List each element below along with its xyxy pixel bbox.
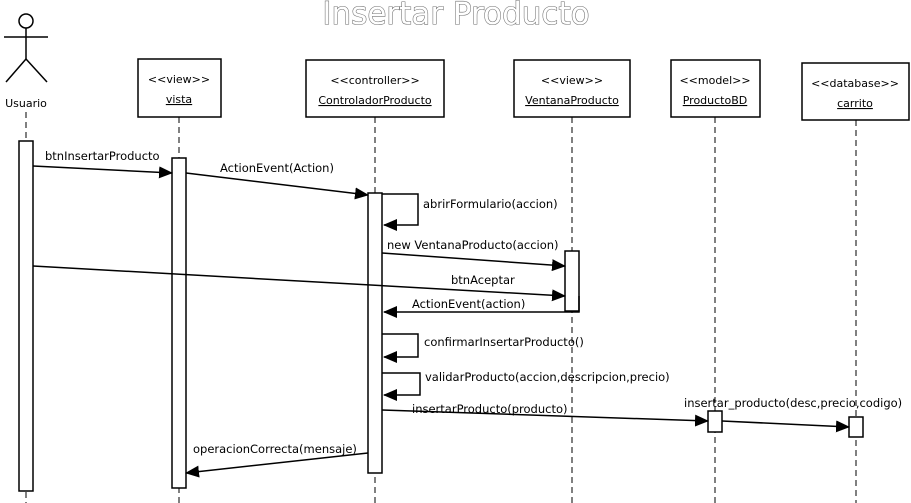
- message-btninsertarproducto: btnInsertarProducto: [32, 149, 173, 179]
- message-validarproducto: validarProducto(accion,descripcion,preci…: [382, 370, 670, 401]
- participant-name: ProductoBD: [683, 94, 748, 107]
- participant-carrito: <<database>> carrito: [801, 62, 910, 121]
- message-label: ActionEvent(action): [412, 297, 525, 311]
- participant-box: [670, 59, 761, 118]
- message-arrow: [381, 409, 709, 427]
- message-actionevent-action: ActionEvent(Action): [185, 161, 369, 200]
- message-arrow: [382, 372, 421, 401]
- message-arrow: [383, 296, 580, 318]
- message-arrow: [32, 165, 173, 179]
- message-new-ventanaproducto: new VentanaProducto(accion): [381, 238, 566, 272]
- message-label: confirmarInsertarProducto(): [424, 335, 584, 349]
- participant-name: carrito: [837, 97, 873, 110]
- message-label: insertarProducto(producto): [412, 402, 568, 416]
- participant-name: VentanaProducto: [525, 94, 619, 107]
- message-arrow: [32, 265, 566, 302]
- activation-bar-carrito: [848, 416, 864, 438]
- message-actionevent-return: ActionEvent(action): [383, 296, 580, 318]
- message-arrow: [185, 452, 369, 478]
- participant-name: vista: [166, 93, 192, 106]
- participant-stereotype: <<view>>: [148, 73, 210, 86]
- message-arrow: [382, 333, 419, 363]
- message-btnaceptar: btnAceptar: [32, 265, 566, 302]
- activation-bar-vista: [171, 157, 187, 489]
- message-label: abrirFormulario(accion): [423, 197, 558, 211]
- message-label: validarProducto(accion,descripcion,preci…: [425, 370, 670, 384]
- participant-controladorproducto: <<controller>> ControladorProducto: [305, 59, 445, 118]
- message-label: btnAceptar: [451, 273, 515, 287]
- diagram-title: Insertar Producto: [322, 0, 589, 32]
- message-insertarproducto: insertarProducto(producto): [381, 402, 709, 427]
- message-label: ActionEvent(Action): [220, 161, 334, 175]
- participant-name: ControladorProducto: [318, 94, 432, 107]
- actor-head: [18, 13, 34, 29]
- message-arrow: [721, 420, 850, 433]
- activation-bar-ventanaproducto: [564, 250, 580, 312]
- participant-box: [801, 62, 910, 121]
- participant-stereotype: <<view>>: [541, 74, 603, 87]
- actor-usuario: Usuario: [4, 13, 48, 110]
- message-arrow: [381, 252, 566, 272]
- participant-productobd: <<model>> ProductoBD: [670, 59, 761, 118]
- actor-right-leg: [25, 58, 48, 83]
- activation-bar-productobd: [707, 410, 723, 433]
- participant-box: [137, 58, 222, 118]
- participant-box: [305, 59, 445, 118]
- actor-left-leg: [5, 58, 27, 83]
- message-label: new VentanaProducto(accion): [387, 238, 559, 252]
- participant-stereotype: <<controller>>: [330, 74, 419, 87]
- message-confirmarinsertarproducto: confirmarInsertarProducto(): [382, 333, 584, 363]
- message-arrow: [382, 193, 419, 231]
- message-arrow: [185, 172, 369, 200]
- activation-bar-controladorproducto: [367, 192, 383, 474]
- message-label: operacionCorrecta(mensaje): [193, 442, 357, 456]
- activation-bar-usuario: [18, 140, 34, 492]
- message-operacioncorrecta: operacionCorrecta(mensaje): [185, 442, 369, 478]
- participant-box: [513, 59, 631, 118]
- participant-stereotype: <<database>>: [811, 77, 899, 90]
- participant-ventanaproducto: <<view>> VentanaProducto: [513, 59, 631, 118]
- message-insertar-producto-db: insertar_producto(desc,precio,codigo): [684, 396, 902, 433]
- message-abrirformulario: abrirFormulario(accion): [382, 193, 558, 231]
- participant-stereotype: <<model>>: [679, 74, 750, 87]
- participant-vista: <<view>> vista: [137, 58, 222, 118]
- message-label: insertar_producto(desc,precio,codigo): [684, 396, 902, 410]
- actor-label: Usuario: [5, 97, 47, 110]
- message-label: btnInsertarProducto: [45, 149, 160, 163]
